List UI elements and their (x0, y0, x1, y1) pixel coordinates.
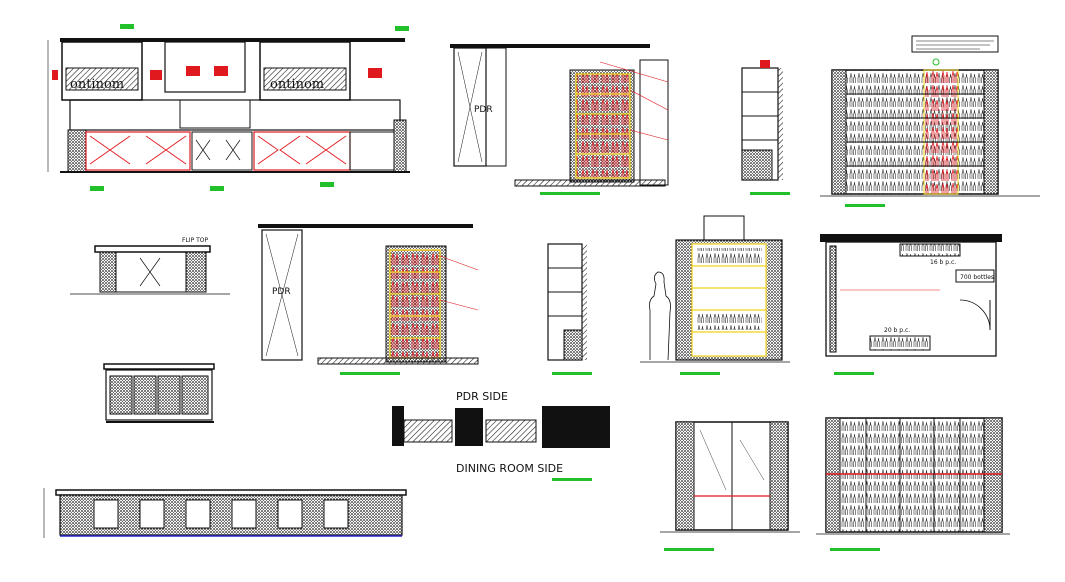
wine-display-elevation-top (450, 44, 669, 195)
wine-rack-section-middle (547, 243, 592, 375)
pdr-label-middle: PDR (272, 287, 291, 297)
bar-elevation-main: ontinom ontinom (47, 24, 410, 191)
counter-elevation-small (103, 363, 215, 423)
pdr-side-label: PDR SIDE (456, 390, 508, 403)
svg-text:ontinom: ontinom (70, 77, 124, 92)
wine-cabinet-elevation (816, 417, 1010, 551)
wine-rack-section-top (741, 60, 790, 195)
display-elevation-with-figure (640, 215, 790, 375)
pdr-elevation (258, 224, 479, 375)
flip-top-detail: FLIP TOP (70, 237, 230, 295)
flip-top-label: FLIP TOP (182, 237, 208, 244)
long-counter-elevation (43, 488, 407, 538)
pdr-dining-section: PDR SIDE DINING ROOM SIDE (392, 390, 610, 481)
plan-bottles-count: 700 bottles (960, 274, 994, 281)
plan-bottles-top: 16 b p.c. (930, 259, 956, 266)
wine-room-plan: 16 b p.c. 700 bottles 20 b p.c. (820, 234, 1002, 375)
glass-door-elevation (660, 421, 800, 551)
plan-bottles-bottom: 20 b p.c. (884, 327, 910, 334)
svg-text:ontinom: ontinom (270, 77, 324, 92)
pdr-label-top: PDR (474, 105, 493, 115)
dining-side-label: DINING ROOM SIDE (456, 462, 563, 475)
wine-wall-elevation (820, 35, 1040, 207)
